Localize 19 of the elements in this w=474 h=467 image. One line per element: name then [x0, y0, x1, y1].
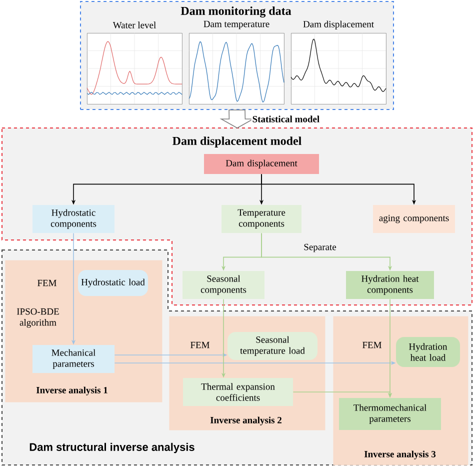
- parameter-box: Mechanical parameters: [32, 345, 114, 373]
- component-box: Seasonal components: [182, 271, 264, 299]
- load-box: Hydrostatic load: [78, 270, 148, 296]
- node-label: Dam temperature: [204, 20, 270, 30]
- node-label: Dam displacement: [303, 20, 374, 30]
- load-box: Hydration heat load: [396, 337, 460, 367]
- component-box: Temperature components: [222, 205, 302, 233]
- node-label: Water level: [112, 22, 156, 28]
- load-box: Seasonal temperature load: [228, 332, 318, 360]
- parameter-box: Thermomechanical parameters: [339, 398, 441, 430]
- edge-label: Statistical model: [251, 114, 321, 124]
- line-chart: Dam displacement: [290, 20, 386, 104]
- line-chart: Water level: [86, 22, 182, 104]
- component-box: Hydrostatic components: [32, 205, 114, 233]
- parameter-box: Thermal expansion coefficients: [183, 378, 293, 406]
- component-box: Dam displacement: [204, 154, 319, 174]
- component-box: Hydration heat components: [346, 271, 434, 299]
- component-box: aging components: [373, 205, 455, 233]
- line-chart: Dam temperature: [188, 20, 284, 104]
